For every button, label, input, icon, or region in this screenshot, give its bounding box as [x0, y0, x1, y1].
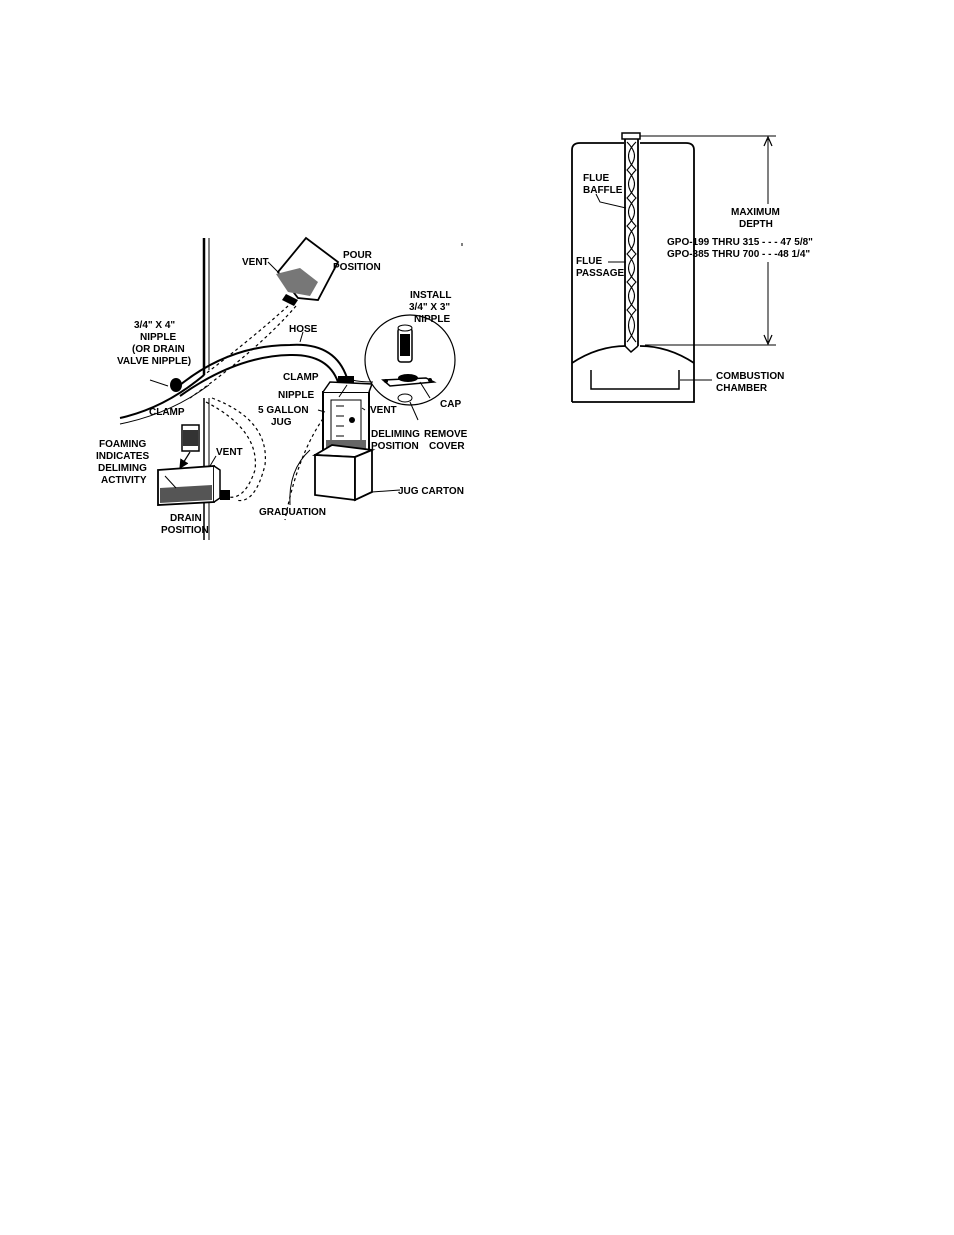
label-nipple: NIPPLE	[278, 390, 314, 401]
label-gpo-199: GPO-199 THRU 315 - - - 47 5/8"	[667, 237, 813, 248]
label-five-gallon-2: JUG	[271, 417, 292, 428]
label-pour-1: POUR	[343, 250, 373, 261]
label-install-1: INSTALL	[410, 290, 451, 301]
label-clamp-right: CLAMP	[283, 372, 319, 383]
label-nipple-size-3: (OR DRAIN	[132, 344, 185, 355]
label-gpo-385: GPO-385 THRU 700 - - -48 1/4"	[667, 249, 810, 260]
pour-jug	[267, 236, 340, 306]
label-clamp-left: CLAMP	[149, 407, 185, 418]
flue-baffle-twist	[626, 141, 637, 343]
label-foaming-4: ACTIVITY	[101, 475, 147, 486]
combustion-chamber	[571, 345, 712, 390]
label-max-depth-2: DEPTH	[739, 219, 773, 230]
drain-jug	[157, 455, 230, 506]
label-remove-2: COVER	[429, 441, 465, 452]
label-nipple-size-1: 3/4" X 4"	[134, 320, 175, 331]
tank-nipple	[149, 378, 182, 392]
hose	[179, 343, 348, 397]
max-depth-dimension	[640, 135, 776, 346]
heater-outline	[571, 142, 695, 403]
flue-leader-lines	[595, 193, 627, 263]
label-combustion-1: COMBUSTION	[716, 371, 784, 382]
flue-tube	[621, 132, 641, 354]
label-foaming-3: DELIMING	[98, 463, 147, 474]
jug-clamp	[338, 376, 354, 386]
label-foaming-1: FOAMING	[99, 439, 146, 450]
jug-carton	[311, 444, 376, 502]
label-vent-top: VENT	[242, 257, 269, 268]
label-deliming-2: POSITION	[371, 441, 419, 452]
label-hose: HOSE	[289, 324, 318, 335]
label-drain-1: DRAIN	[170, 513, 202, 524]
label-graduation: GRADUATION	[259, 507, 326, 518]
label-install-3: NIPPLE	[414, 314, 450, 325]
label-flue-baffle-1: FLUE	[583, 173, 609, 184]
leader-lines	[164, 331, 431, 506]
drain-outlet	[179, 424, 200, 470]
label-flue-baffle-2: BAFFLE	[583, 185, 623, 196]
nipple-detail-circle	[351, 314, 456, 406]
label-nipple-size-4: VALVE NIPPLE)	[117, 356, 191, 367]
label-foaming-2: INDICATES	[96, 451, 149, 462]
label-flue-passage-2: PASSAGE	[576, 268, 624, 279]
label-max-depth-1: MAXIMUM	[731, 207, 780, 218]
label-vent-drain: VENT	[216, 447, 243, 458]
label-drain-2: POSITION	[161, 525, 209, 536]
label-five-gallon-1: 5 GALLON	[258, 405, 309, 416]
label-combustion-2: CHAMBER	[716, 383, 768, 394]
deliming-diagram: VENT POUR POSITION 3/4" X 4" NIPPLE (OR …	[96, 236, 468, 540]
label-pour-2: POSITION	[333, 262, 381, 273]
label-install-2: 3/4" X 3"	[409, 302, 450, 313]
label-jug-carton: JUG CARTON	[398, 486, 464, 497]
label-deliming-1: DELIMING	[371, 429, 420, 440]
flue-depth-diagram: FLUE BAFFLE MAXIMUM DEPTH GPO-199 THRU 3…	[571, 132, 813, 403]
label-remove-1: REMOVE	[424, 429, 468, 440]
label-flue-passage-1: FLUE	[576, 256, 602, 267]
label-cap: CAP	[440, 399, 461, 410]
label-vent-jug: VENT	[370, 405, 397, 416]
label-nipple-size-2: NIPPLE	[140, 332, 176, 343]
